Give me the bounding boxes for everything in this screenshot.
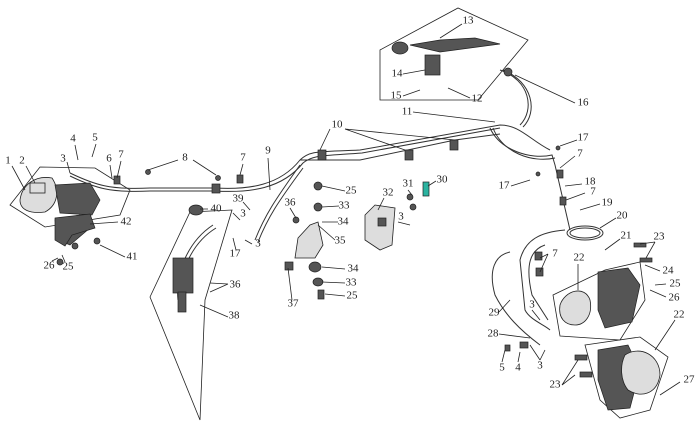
part-label: 34 (338, 216, 350, 228)
abs-modulator (364, 204, 396, 251)
part-label: 30 (437, 174, 449, 186)
part-label: 23 (550, 379, 562, 391)
front-bracket (54, 213, 101, 266)
part-label: 1 (5, 155, 11, 167)
part-label: 3 (240, 208, 246, 220)
part-label: 7 (552, 248, 558, 260)
part-label: 9 (265, 145, 271, 157)
part-label: 7 (240, 152, 246, 164)
part-label: 20 (617, 210, 629, 222)
part-label: 33 (346, 277, 358, 289)
part-label: 24 (663, 265, 675, 277)
part-label: 31 (403, 178, 414, 190)
part-label: 4 (70, 133, 76, 145)
rear-caliper-group-outline (552, 261, 646, 341)
part-label: 28 (488, 328, 500, 340)
part-label: 3 (255, 238, 261, 250)
rear-master-cylinder (172, 204, 204, 313)
part-label: 2 (19, 155, 25, 167)
part-label: 33 (339, 200, 351, 212)
part-label: 38 (229, 310, 241, 322)
part-label: 15 (391, 90, 403, 102)
part-label: 12 (472, 93, 483, 105)
part-label: 25 (670, 278, 682, 290)
part-label: 3 (529, 299, 535, 311)
part-label: 4 (515, 362, 521, 374)
part-label: 25 (63, 261, 75, 273)
front-caliper-group-outline (9, 166, 131, 228)
leader-lines (11, 23, 681, 396)
part-label: 35 (335, 235, 347, 247)
part-label: 26 (669, 292, 681, 304)
part-label: 5 (92, 132, 98, 144)
part-label: 21 (621, 230, 632, 242)
pressure-sensor (406, 181, 430, 211)
part-label: 22 (674, 309, 685, 321)
part-label: 8 (182, 152, 188, 164)
part-label: 10 (332, 119, 344, 131)
part-label: 34 (348, 263, 360, 275)
part-label: 29 (489, 307, 501, 319)
part-label: 13 (463, 15, 475, 27)
part-label: 26 (44, 260, 56, 272)
part-label: 17 (499, 180, 511, 192)
part-label: 16 (578, 97, 590, 109)
part-label: 11 (402, 106, 413, 118)
part-label: 7 (577, 148, 583, 160)
part-label: 7 (118, 149, 124, 161)
hose-clips (113, 139, 653, 378)
part-label: 3 (537, 360, 543, 372)
part-label: 37 (288, 298, 300, 310)
part-label: 25 (346, 185, 358, 197)
part-label: 22 (574, 252, 585, 264)
part-label: 32 (383, 187, 394, 199)
part-label: 17 (230, 248, 242, 260)
part-label: 17 (578, 132, 590, 144)
rear-caliper (559, 267, 661, 411)
rear-master-cylinder-group-outline (149, 209, 233, 421)
part-label: 3 (398, 211, 404, 223)
abs-caliper-group-outline (584, 336, 669, 419)
part-label: 6 (106, 153, 112, 165)
part-label: 41 (127, 251, 138, 263)
part-label: 42 (121, 216, 132, 228)
part-label: 36 (230, 279, 242, 291)
part-label: 25 (347, 290, 359, 302)
part-label: 39 (233, 193, 245, 205)
part-label: 23 (654, 231, 666, 243)
part-label: 40 (211, 203, 223, 215)
part-label: 5 (499, 362, 505, 374)
part-labels: 1 2 3 4 5 6 7 8 7 9 10 11 12 13 14 15 16… (5, 15, 695, 391)
part-label: 7 (590, 186, 596, 198)
part-label: 19 (602, 197, 614, 209)
part-label: 36 (285, 197, 297, 209)
abs-bracket (284, 181, 325, 300)
part-label: 27 (684, 374, 696, 386)
brake-hoses (69, 69, 604, 346)
part-label: 3 (60, 153, 66, 165)
part-label: 14 (392, 68, 404, 80)
handlebar-lever-assembly (391, 37, 513, 77)
part-label: 18 (585, 176, 597, 188)
